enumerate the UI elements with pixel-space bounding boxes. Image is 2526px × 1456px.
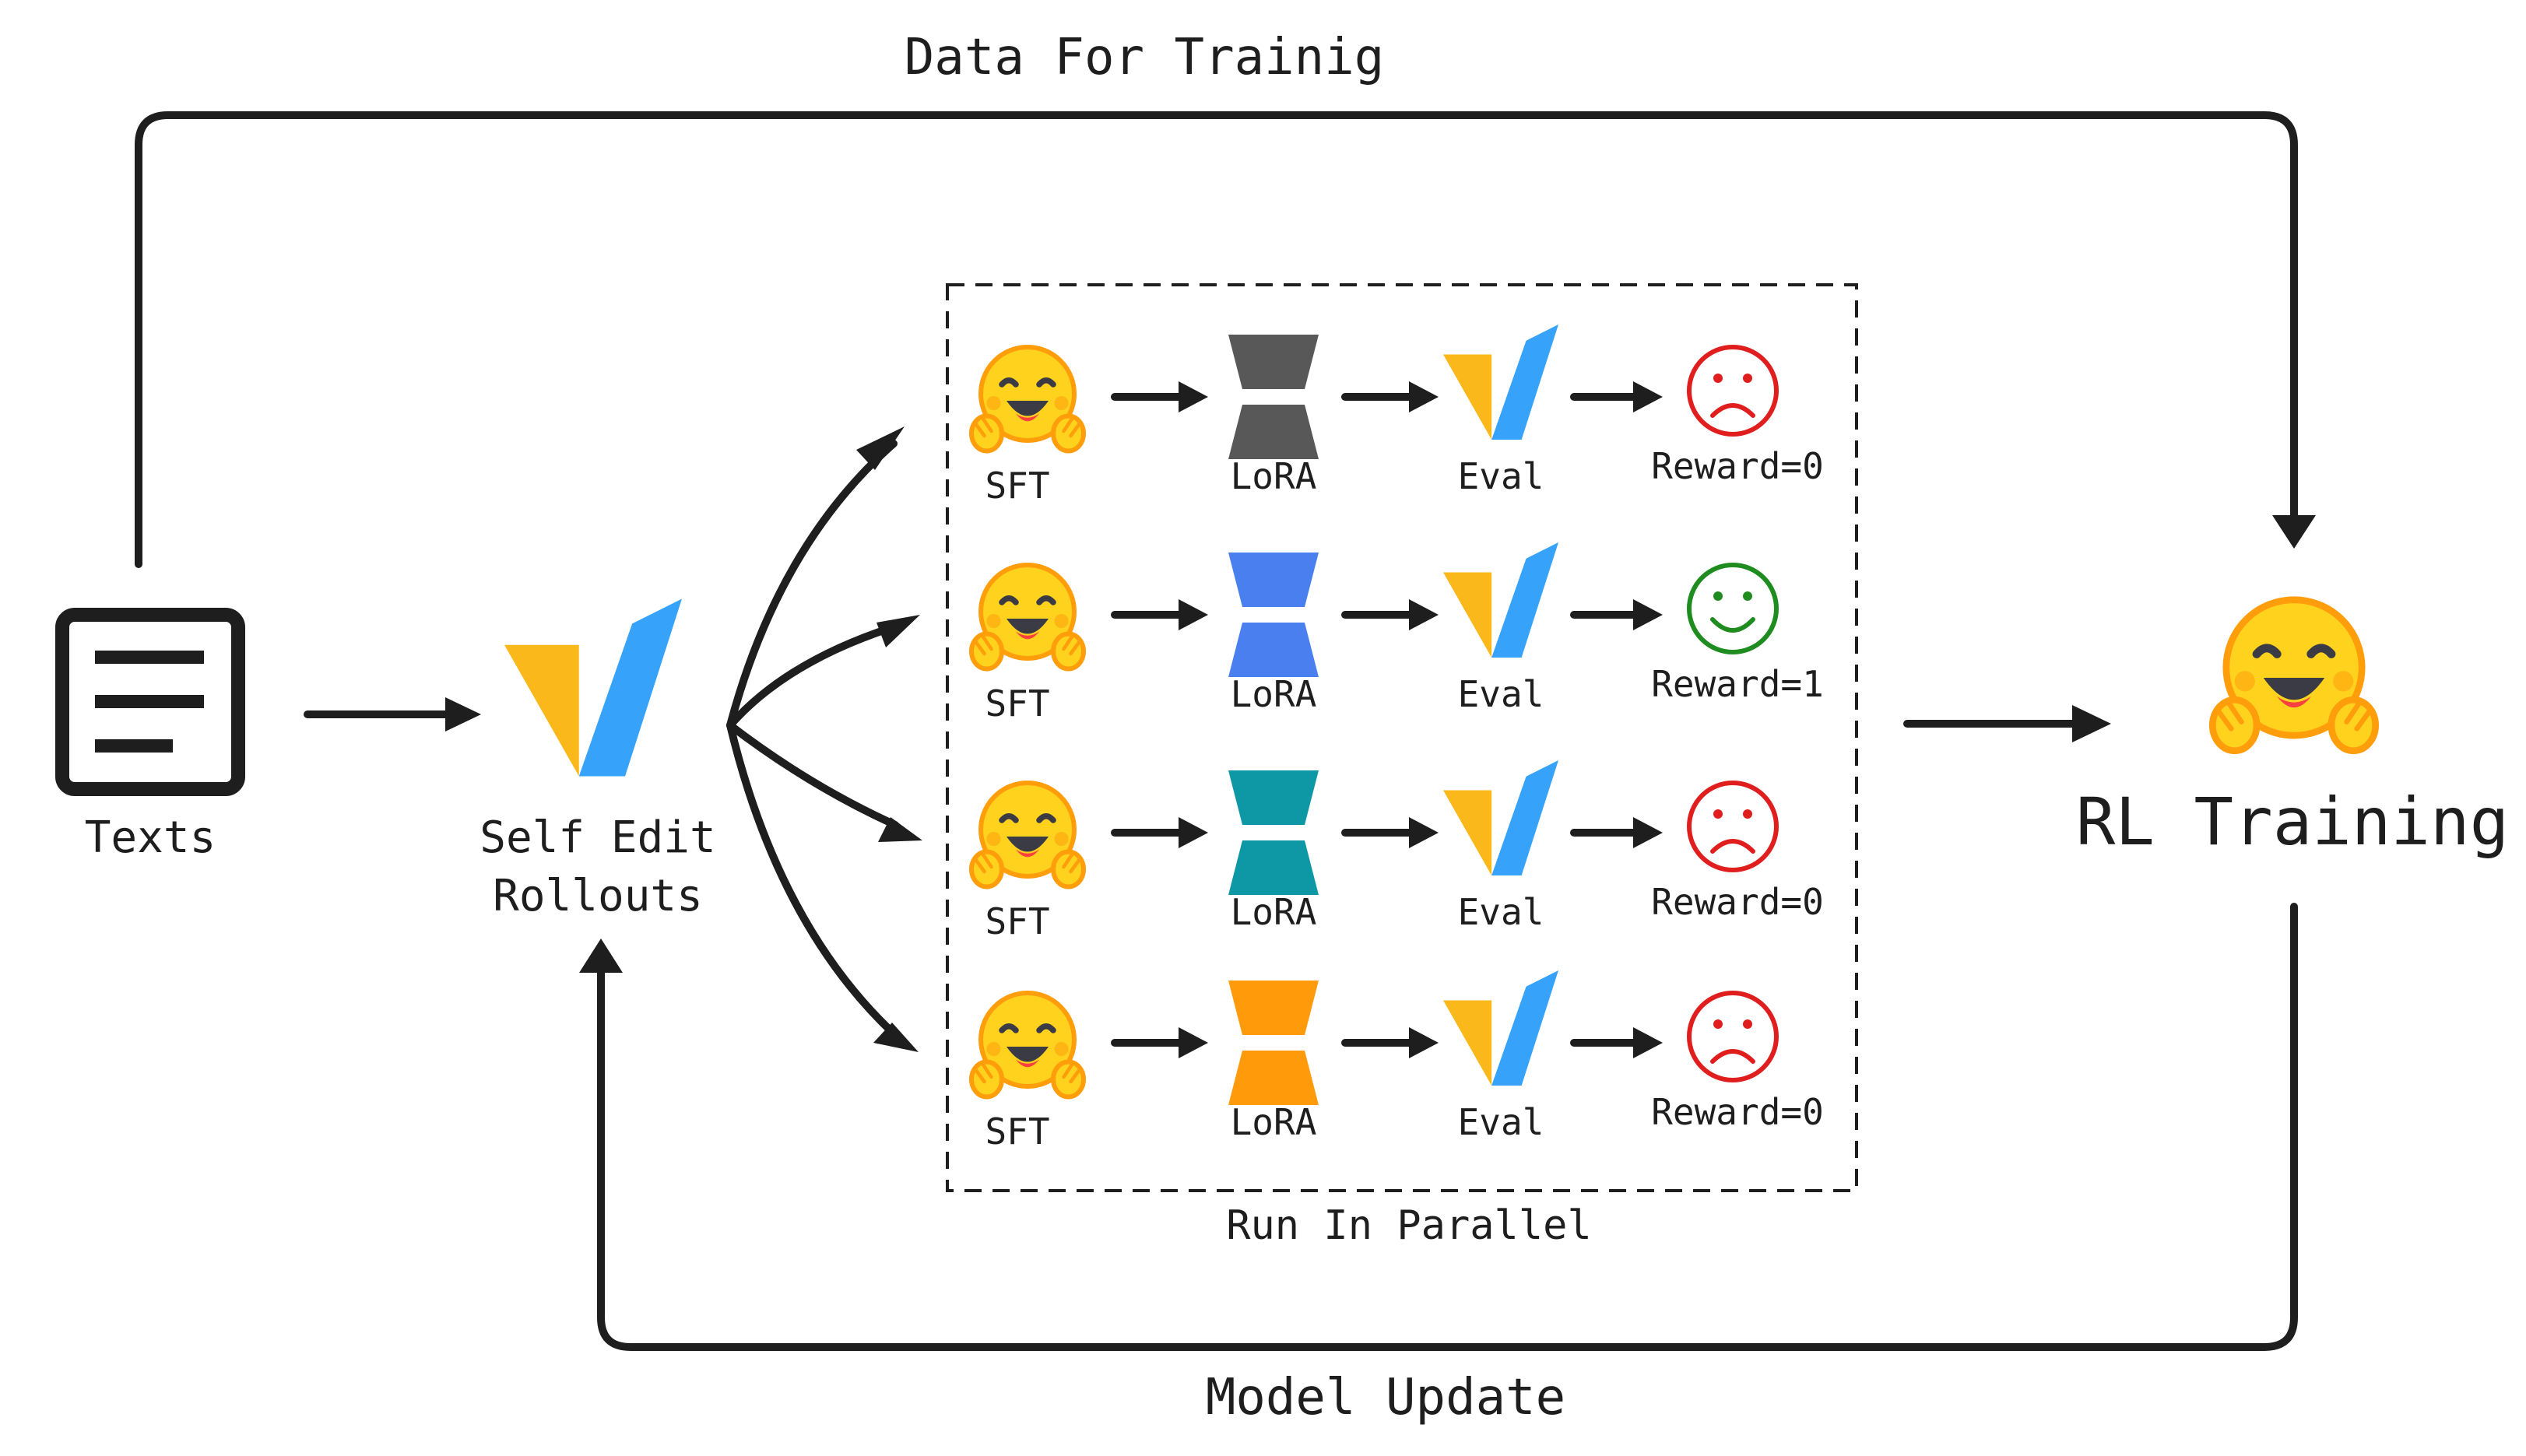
eval-label: Eval xyxy=(1458,673,1544,715)
lora-hourglass-icon xyxy=(1228,553,1319,677)
rollouts-label: Rollouts xyxy=(493,871,703,921)
self-edit-label: Self Edit xyxy=(480,812,715,863)
eval-v-logo-icon xyxy=(1443,970,1558,1086)
parallel-to-rl-arrowhead xyxy=(2072,705,2111,742)
eval-to-reward-arrow-head xyxy=(1633,599,1663,630)
fan-arrow-1 xyxy=(726,440,898,729)
data-for-training-loop-arrow xyxy=(135,111,2298,568)
reward-label: Reward=0 xyxy=(1651,445,1824,487)
eval-to-reward-arrow-head xyxy=(1633,1027,1663,1058)
lora-hourglass-icon xyxy=(1228,981,1319,1105)
rl-hugging-face-icon xyxy=(2212,600,2375,751)
sad-face-icon xyxy=(1687,781,1779,872)
sft-label: SFT xyxy=(985,682,1049,724)
eval-label: Eval xyxy=(1458,891,1544,933)
lora-to-eval-arrow-head xyxy=(1409,599,1439,630)
parallel-row: SFT LoRA Eval Reward=0 xyxy=(971,325,1824,507)
smiley-face-icon xyxy=(1687,563,1779,654)
lora-to-eval-arrow-head xyxy=(1409,817,1439,848)
eval-v-logo-icon xyxy=(1443,760,1558,875)
model-update-loop-arrow xyxy=(597,903,2298,1351)
fan-out-arrows xyxy=(726,426,922,1052)
sft-hugging-face-icon xyxy=(971,993,1084,1097)
self-edit-v-logo-icon xyxy=(504,598,682,777)
fan-arrow-2 xyxy=(726,623,899,729)
reward-label: Reward=0 xyxy=(1651,881,1824,923)
lora-hourglass-icon xyxy=(1228,770,1319,895)
reward-label: Reward=1 xyxy=(1651,663,1824,705)
parallel-box xyxy=(946,283,1858,1192)
lora-label: LoRA xyxy=(1231,455,1317,497)
lora-hourglass-icon xyxy=(1228,335,1319,459)
sft-to-lora-arrow-head xyxy=(1179,381,1208,412)
lora-to-eval-arrow-head xyxy=(1409,381,1439,412)
sad-face-icon xyxy=(1687,991,1779,1082)
model-update-arrowhead xyxy=(579,939,623,973)
lora-label: LoRA xyxy=(1231,673,1317,715)
fan-arrow-4 xyxy=(726,721,899,1039)
eval-label: Eval xyxy=(1458,455,1544,497)
sft-hugging-face-icon xyxy=(971,783,1084,887)
sft-to-lora-arrow-head xyxy=(1179,599,1208,630)
model-update-label: Model Update xyxy=(1206,1369,1565,1426)
sft-label: SFT xyxy=(985,1110,1049,1153)
eval-to-reward-arrow-head xyxy=(1633,817,1663,848)
sft-hugging-face-icon xyxy=(971,565,1084,669)
sft-hugging-face-icon xyxy=(971,347,1084,451)
lora-label: LoRA xyxy=(1231,1101,1317,1143)
parallel-row: SFT LoRA Eval Reward=0 xyxy=(971,760,1824,942)
rl-training-label: RL Training xyxy=(2076,784,2509,860)
lora-to-eval-arrow-head xyxy=(1409,1027,1439,1058)
fan-arrow-3 xyxy=(726,721,899,829)
texts-label: Texts xyxy=(85,812,216,863)
eval-v-logo-icon xyxy=(1443,542,1558,658)
lora-label: LoRA xyxy=(1231,891,1317,933)
sft-label: SFT xyxy=(985,465,1049,507)
eval-label: Eval xyxy=(1458,1101,1544,1143)
sft-to-lora-arrow-head xyxy=(1179,1027,1208,1058)
parallel-row: SFT LoRA Eval Reward=0 xyxy=(971,970,1824,1153)
parallel-row: SFT LoRA Eval Reward=1 xyxy=(971,542,1824,724)
document-icon xyxy=(55,608,245,796)
sad-face-icon xyxy=(1687,345,1779,437)
data-for-training-label: Data For Trainig xyxy=(905,29,1385,86)
texts-to-self-edit-arrowhead xyxy=(445,697,481,732)
data-for-training-arrowhead xyxy=(2272,515,2316,549)
parallel-label: Run In Parallel xyxy=(1226,1202,1592,1249)
sft-label: SFT xyxy=(985,900,1049,942)
eval-v-logo-icon xyxy=(1443,325,1558,440)
reward-label: Reward=0 xyxy=(1651,1091,1824,1133)
eval-to-reward-arrow-head xyxy=(1633,381,1663,412)
sft-to-lora-arrow-head xyxy=(1179,817,1208,848)
